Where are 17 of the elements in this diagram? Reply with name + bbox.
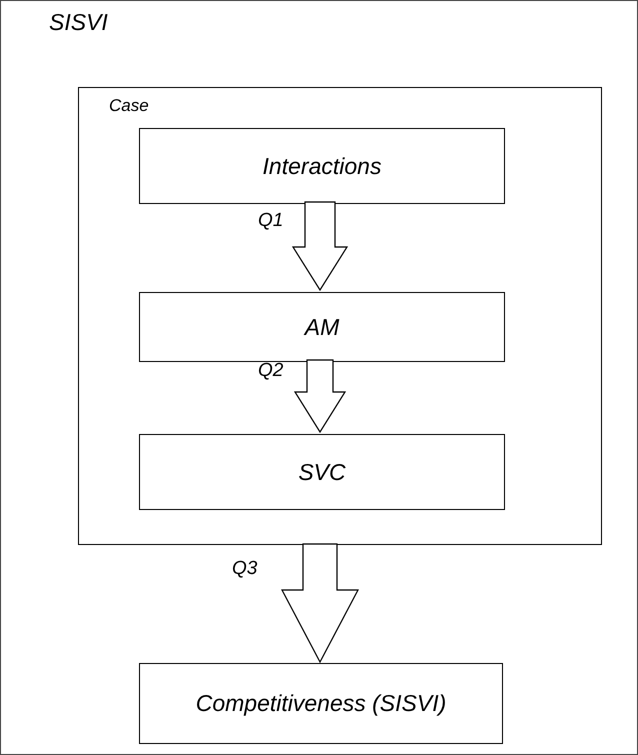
- process-box: [139, 663, 503, 744]
- process-box: [139, 128, 505, 204]
- box-label: SVC: [298, 458, 346, 487]
- block-arrow: [294, 359, 346, 434]
- frame-title: SISVI: [49, 9, 108, 36]
- block-arrow: [281, 543, 359, 664]
- box-label: Interactions: [262, 152, 382, 181]
- box-label: Competitiveness (SISVI): [196, 689, 446, 718]
- process-box: [139, 292, 505, 362]
- edge-label: Q3: [232, 558, 258, 580]
- box-label: AM: [304, 312, 340, 342]
- case-frame: [78, 87, 602, 545]
- process-box: [139, 434, 505, 510]
- edge-label: Q1: [258, 210, 284, 232]
- edge-label: Q2: [258, 360, 284, 382]
- block-arrow: [292, 201, 348, 292]
- group-title: Case: [109, 96, 149, 116]
